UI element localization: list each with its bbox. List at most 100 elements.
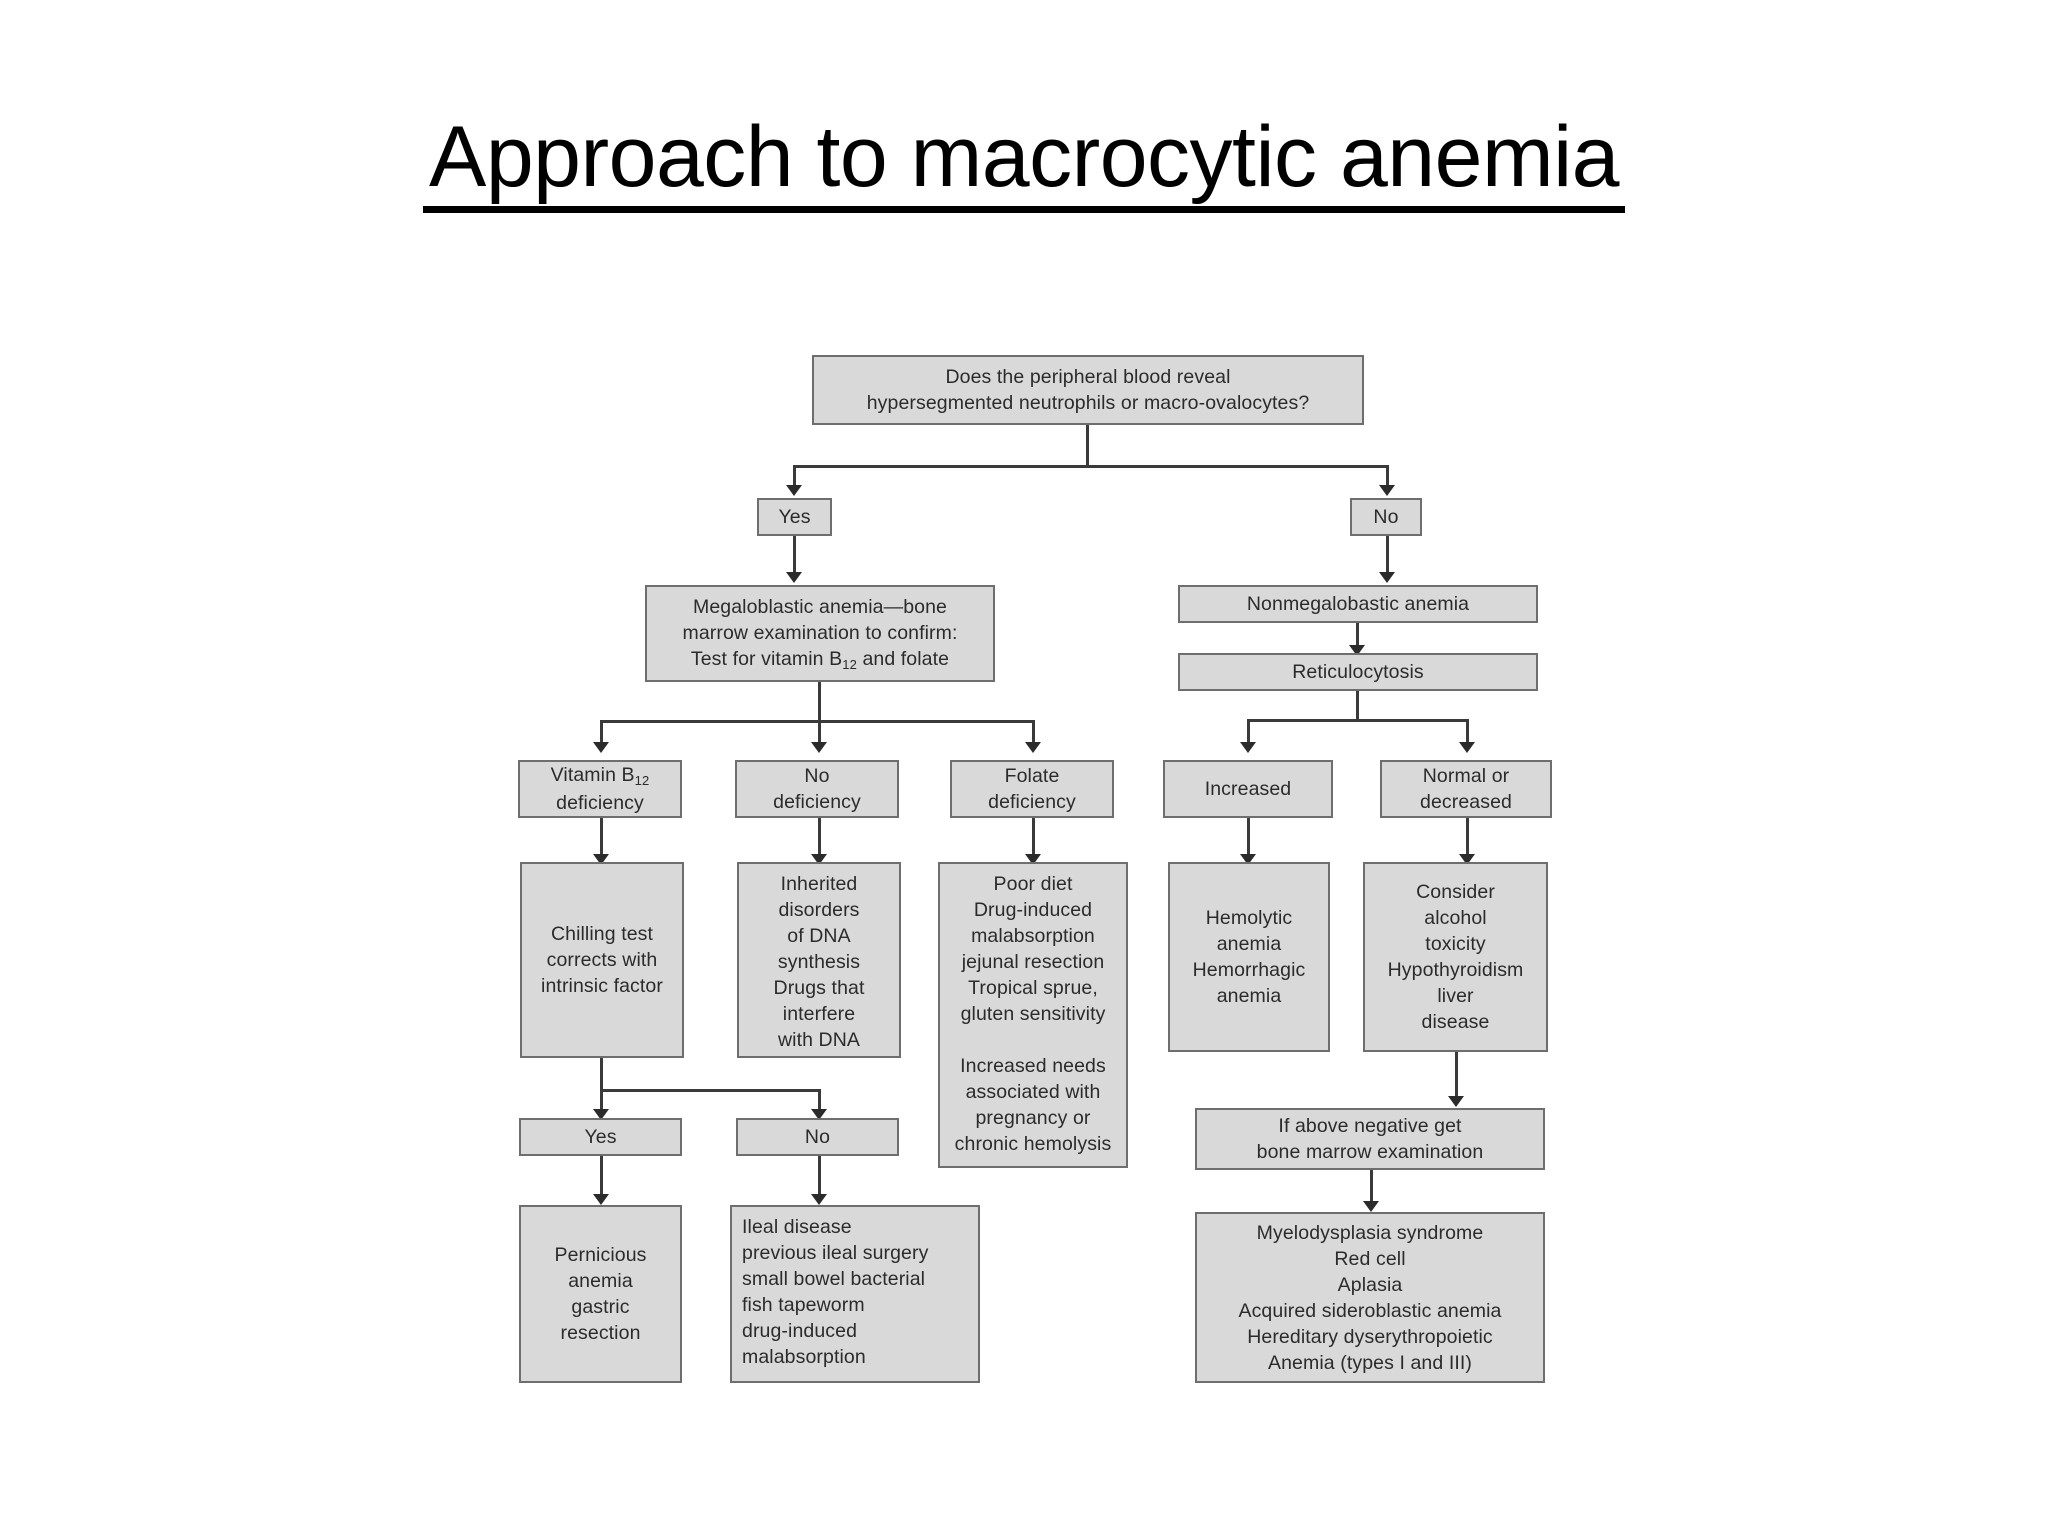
b12-line-1-sub: 12 [634,773,650,788]
no-bottom-label: No [804,1126,831,1148]
arrow-increased-to-hemolytic [1240,854,1256,865]
node-inherited-dna-disorders[interactable]: Inherited disorders of DNA synthesis Dru… [737,862,901,1058]
connector-retic-to-increased [1247,719,1250,744]
node-folate-deficiency-causes[interactable]: Poor diet Drug-induced malabsorption jej… [938,862,1128,1168]
node-ileal-disease[interactable]: Ileal disease previous ileal surgery sma… [730,1205,980,1383]
node-no-deficiency[interactable]: No deficiency [735,760,899,818]
ileal-line-3: small bowel bacterial [742,1268,926,1290]
connector-retic-bar [1247,719,1469,722]
arrow-retic-to-increased [1240,742,1256,753]
arrow-root-to-yes [786,485,802,496]
node-chilling-test[interactable]: Chilling test corrects with intrinsic fa… [520,862,684,1058]
arrow-root-to-no [1379,485,1395,496]
connector-root-to-yes [793,465,796,487]
arrow-nodef-to-inherited [811,854,827,865]
connector-root-stem [1086,425,1089,467]
folate-line-1: Folate [1004,765,1060,787]
node-yes-bottom[interactable]: Yes [519,1118,682,1156]
connector-retic-to-normaldec [1466,719,1469,744]
arrow-yes-to-mega [786,572,802,583]
inherited-line-6: interfere [782,1003,856,1025]
folatecauses-line-4: jejunal resection [961,951,1105,973]
mega-line-3: Test for vitamin B12 and folate [653,646,987,674]
node-nonmegaloblastic-anemia[interactable]: Nonmegalobastic anemia [1178,585,1538,623]
connector-mega-to-folate [1032,720,1035,744]
node-folate-deficiency[interactable]: Folate deficiency [950,760,1114,818]
connector-mega-to-nodef [818,720,821,744]
folatecauses-line-7: Increased needs [960,1055,1106,1077]
connector-mega-bar [600,720,1035,723]
connector-no2-to-ileal [818,1156,821,1198]
node-pernicious-anemia[interactable]: Pernicious anemia gastric resection [519,1205,682,1383]
chilling-line-2: corrects with [546,949,658,971]
connector-mega-stem [818,682,821,722]
arrow-ifabove-to-myelo [1363,1201,1379,1212]
root-line-2: hypersegmented neutrophils or macro-oval… [866,392,1310,414]
connector-nonmega-to-retic [1356,623,1359,651]
connector-root-bar [793,465,1389,468]
hemolytic-line-4: anemia [1216,985,1282,1007]
hemolytic-line-1: Hemolytic [1205,907,1293,929]
connector-chilling-to-yes2 [600,1089,603,1111]
myelo-line-3: Aplasia [1337,1273,1403,1296]
node-vitamin-b12-deficiency[interactable]: Vitamin B12 deficiency [518,760,682,818]
inherited-line-1: Inherited [780,873,858,895]
arrow-consider-to-ifabove [1448,1096,1464,1107]
connector-normaldec-to-consider [1466,818,1469,858]
folatecauses-line-2: Drug-induced [973,899,1093,921]
arrow-nonmega-to-retic [1349,645,1365,656]
root-line-1: Does the peripheral blood reveal [945,366,1231,388]
consider-line-3: toxicity [1425,933,1486,955]
node-if-above-negative[interactable]: If above negative get bone marrow examin… [1195,1108,1545,1170]
connector-ifabove-to-myelo [1370,1170,1373,1205]
page-title: Approach to macrocytic anemia [0,112,2048,214]
b12-line-1-a: Vitamin B [550,764,635,786]
myelo-line-2: Red cell [1334,1247,1406,1270]
nodef-line-1: No [804,765,830,787]
b12-line-1: Vitamin B12 [526,762,674,790]
ifabove-line-2: bone marrow examination [1256,1141,1484,1163]
normaldec-line-2: decreased [1420,791,1512,813]
hemolytic-line-3: Hemorrhagic [1192,959,1306,981]
node-myelodysplasia-syndrome[interactable]: Myelodysplasia syndrome Red cell Aplasia… [1195,1212,1545,1383]
chilling-line-1: Chilling test [550,923,654,945]
no-top-label: No [1373,506,1399,528]
node-megaloblastic-anemia[interactable]: Megaloblastic anemia—bone marrow examina… [645,585,995,682]
node-reticulocytosis[interactable]: Reticulocytosis [1178,653,1538,691]
node-root-question[interactable]: Does the peripheral blood reveal hyperse… [812,355,1364,425]
folate-line-2: deficiency [988,791,1076,813]
folatecauses-line-5: Tropical sprue, [968,977,1098,999]
ileal-line-4: fish tapeworm [742,1294,865,1316]
folatecauses-spacer [946,1027,1120,1053]
consider-line-5: liver [1437,985,1474,1007]
node-normal-or-decreased[interactable]: Normal or decreased [1380,760,1552,818]
ileal-line-2: previous ileal surgery [742,1242,929,1264]
consider-line-1: Consider [1416,881,1495,903]
folatecauses-line-6: gluten sensitivity [960,1003,1106,1025]
folatecauses-line-3: malabsorption [971,925,1095,947]
connector-increased-to-hemolytic [1247,818,1250,858]
connector-chilling-bar [600,1089,818,1092]
nonmega-label: Nonmegalobastic anemia [1246,593,1470,615]
normaldec-line-1: Normal or [1422,765,1510,787]
arrow-yes2-to-pernicious [593,1194,609,1205]
inherited-line-4: synthesis [777,951,861,973]
ileal-line-6: malabsorption [742,1346,866,1368]
folatecauses-line-1: Poor diet [993,873,1073,895]
chilling-line-3: intrinsic factor [541,975,663,997]
pernicious-line-4: resection [560,1322,641,1344]
arrow-folate-to-causes [1025,854,1041,865]
folatecauses-line-8: associated with [965,1081,1101,1103]
node-no-top[interactable]: No [1350,498,1422,536]
retic-label: Reticulocytosis [1292,661,1424,683]
inherited-line-5: Drugs that [773,977,865,999]
node-increased[interactable]: Increased [1163,760,1333,818]
node-hemolytic-anemia[interactable]: Hemolytic anemia Hemorrhagic anemia [1168,862,1330,1052]
mega-line-3-b: and folate [856,647,950,670]
node-yes-top[interactable]: Yes [757,498,832,536]
pernicious-line-3: gastric [571,1296,630,1318]
node-consider-alcohol-toxicity[interactable]: Consider alcohol toxicity Hypothyroidism… [1363,862,1548,1052]
node-no-bottom[interactable]: No [736,1118,899,1156]
connector-b12-to-chilling [600,818,603,858]
